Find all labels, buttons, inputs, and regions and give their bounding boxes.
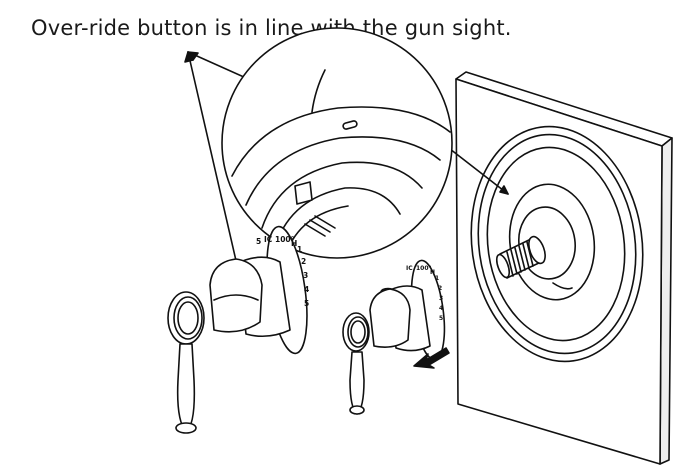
dial-large-labels: 5 IC 100° H 1 2 3 4 5 xyxy=(256,235,309,308)
handle-assembly-small: IC 100° H 1 2 3 4 5 xyxy=(342,259,446,415)
dial-mark: 5 xyxy=(304,299,309,308)
dial-mark: 100° xyxy=(275,235,295,244)
dial-mark: 3 xyxy=(439,295,443,302)
wall-plate xyxy=(455,71,673,465)
dial-mark: 4 xyxy=(439,305,443,312)
override-button-icon xyxy=(342,120,358,130)
dial-small-labels: IC 100° H 1 2 3 4 5 xyxy=(406,265,443,322)
dial-mark: 2 xyxy=(301,257,306,266)
dial-mark: H xyxy=(430,269,435,276)
dial-mark: 1 xyxy=(297,245,302,254)
dial-mark: 4 xyxy=(304,285,309,294)
dial-mark: 5 xyxy=(439,315,443,322)
dial-mark: IC xyxy=(264,235,273,244)
valve-stem xyxy=(495,235,573,290)
caption: Over-ride button is in line with the gun… xyxy=(31,16,512,40)
dial-mark: IC xyxy=(406,265,413,272)
dial-mark: 3 xyxy=(303,271,308,280)
dial-mark: 100° xyxy=(416,265,432,272)
escutcheon-plate xyxy=(470,125,644,363)
dial-mark: 2 xyxy=(438,285,442,292)
detail-magnifier xyxy=(221,27,453,259)
direction-arrow-icon xyxy=(413,347,450,369)
dial-mark: 1 xyxy=(435,275,439,282)
dial-mark: H xyxy=(291,239,297,248)
handle-assembly-large: 5 IC 100° H 1 2 3 4 5 xyxy=(167,225,309,434)
dial-mark: 5 xyxy=(256,237,261,246)
